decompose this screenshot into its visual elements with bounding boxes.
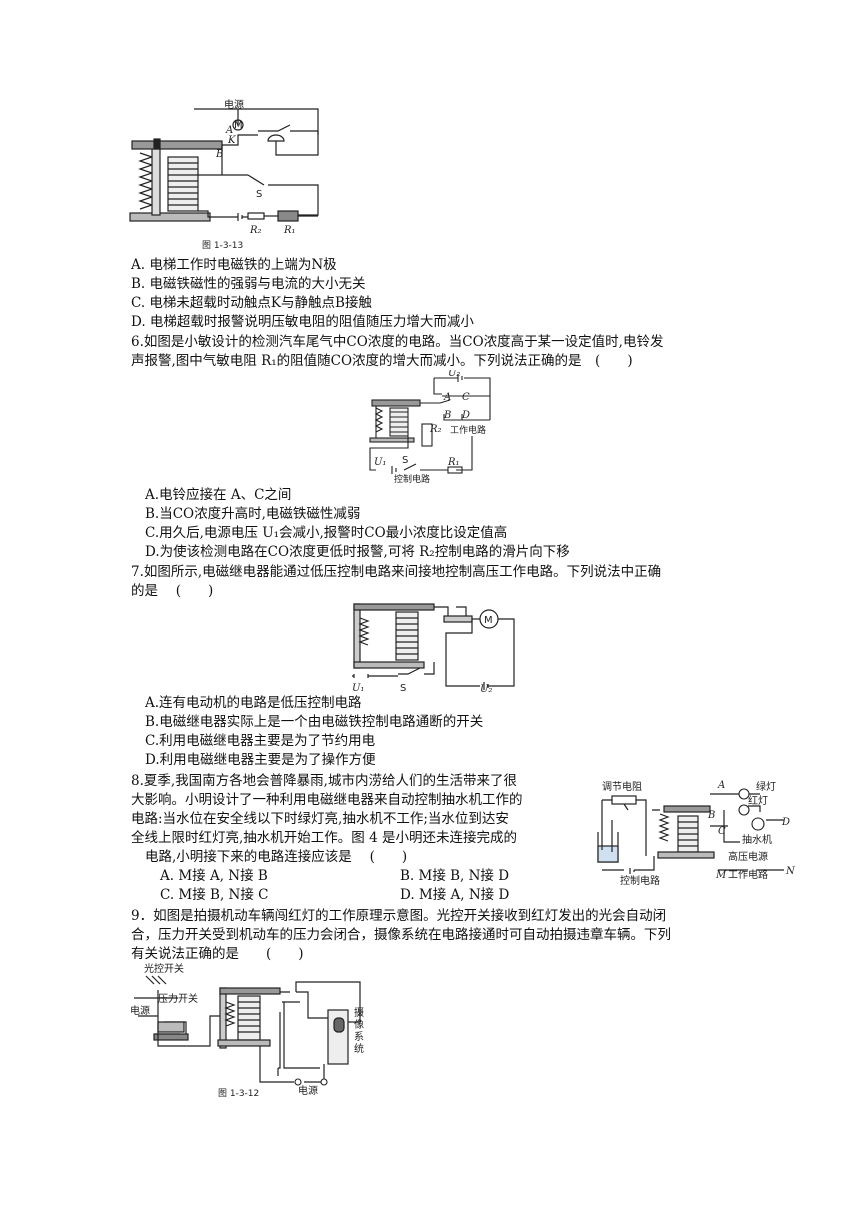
q9-stem-line-3: 有关说法正确的是 ( ): [131, 946, 304, 962]
q8-fig-label-adjustable-resistor: 调节电阻: [602, 780, 642, 793]
q6-fig-label-u2: U₂: [448, 370, 460, 379]
q8-fig-label-green-light: 绿灯: [756, 780, 776, 793]
q6-fig-label-control: 控制电路: [394, 473, 430, 485]
q6-fig-label-r1: R₁: [447, 457, 460, 468]
q7-option-a: A.连有电动机的电路是低压控制电路: [145, 695, 362, 711]
q6-fig-label-a: A: [443, 392, 451, 403]
q5-fig-label-power: 电源: [224, 98, 244, 111]
q8-fig-label-high-voltage: 高压电源: [728, 850, 768, 863]
q6-stem-line-1: 6.如图是小敏设计的检测汽车尾气中CO浓度的电路。当CO浓度高于某一设定值时,电…: [131, 334, 664, 350]
q9-fig-label-power-2: 电源: [298, 1084, 318, 1097]
q8-fig-label-c: C: [718, 826, 726, 837]
figure-co-detector-circuit: U₂ A C B D R₂ 工作电路 U₁ S R₁ 控制电路: [362, 370, 512, 485]
q9-figure-caption: 图 1-3-12: [218, 1088, 259, 1099]
q9-fig-label-power-1: 电源: [130, 1004, 150, 1017]
q8-stem-line-4: 全线上限时红灯亮,抽水机开始工作。图 4 是小明还未连接完成的: [131, 830, 517, 846]
q6-stem-line-2: 声报警,图中气敏电阻 R₁的阻值随CO浓度的增大而减小。下列说法正确的是 ( ): [131, 353, 633, 369]
q6-fig-label-s: S: [402, 455, 408, 466]
q9-fig-label-light-switch: 光控开关: [144, 962, 184, 975]
q5-fig-label-a: A: [225, 125, 233, 136]
q7-fig-label-u1: U₁: [352, 683, 364, 693]
q6-option-d: D.为使该检测电路在CO浓度更低时报警,可将 R₂控制电路的滑片向下移: [145, 544, 570, 560]
q7-option-b: B.电磁继电器实际上是一个由电磁铁控制电路通断的开关: [145, 714, 484, 730]
q6-fig-label-d: D: [461, 410, 470, 421]
q8-option-b: B. M接 B, N接 D: [400, 868, 510, 884]
q8-stem-line-3: 电路:当水位在安全线以下时绿灯亮,抽水机不工作;当水位到达安: [131, 811, 509, 827]
q9-stem-line-2: 合，压力开关受到机动车的压力会闭合，摄像系统在电路接通时可自动拍摄违章车辆。下列: [131, 927, 671, 943]
q8-stem-line-5: 电路,小明接下来的电路连接应该是 ( ): [145, 849, 408, 865]
q8-fig-label-a: A: [717, 780, 725, 791]
q6-fig-label-u1: U₁: [374, 457, 386, 468]
q5-option-b: B. 电磁铁磁性的强弱与电流的大小无关: [131, 276, 366, 292]
q7-fig-label-motor: M: [484, 615, 493, 626]
q7-stem-line-2: 的是 ( ): [131, 583, 214, 599]
q8-fig-label-m: M: [715, 870, 727, 881]
q5-fig-label-r1: R₁: [283, 225, 296, 236]
q6-option-a: A.电铃应接在 A、C之间: [145, 487, 292, 503]
q8-stem-line-1: 8.夏季,我国南方各地会普降暴雨,城市内涝给人们的生活带来了很: [131, 773, 517, 789]
q6-fig-label-work: 工作电路: [450, 424, 486, 436]
q6-fig-label-b: B: [443, 410, 451, 421]
q5-fig-label-motor: M: [234, 120, 243, 131]
q8-fig-label-pump: 抽水机: [742, 833, 772, 846]
q5-fig-label-k: K: [227, 135, 236, 146]
q8-option-d: D. M接 A, N接 D: [400, 887, 510, 903]
q5-option-c: C. 电梯未超载时动触点K与静触点B接触: [131, 295, 372, 311]
q5-fig-label-b: B: [215, 149, 223, 160]
q7-stem-line-1: 7.如图所示,电磁继电器能通过低压控制电路来间接地控制高压工作电路。下列说法中正…: [131, 564, 662, 580]
q5-option-d: D. 电梯超载时报警说明压敏电阻的阻值随压力增大而减小: [131, 314, 474, 330]
q5-figure-caption: 图 1-3-13: [202, 240, 243, 251]
q5-fig-label-r2: R₂: [249, 225, 262, 236]
q8-option-c: C. M接 B, N接 C: [160, 887, 269, 903]
q7-fig-label-u2: U₂: [480, 684, 492, 693]
figure-elevator-circuit: 电源 M A K B S R₂ R₁ 图 1-3-13: [128, 95, 328, 255]
q8-fig-label-control: 控制电路: [620, 874, 660, 887]
q7-fig-label-s: S: [400, 683, 406, 693]
q6-option-c: C.用久后,电源电压 U₁会减小,报警时CO最小浓度比设定值高: [145, 525, 508, 541]
figure-red-light-camera-circuit: 光控开关 电源 压力开关 电源 图 1-3-12: [128, 962, 378, 1102]
q8-option-a: A. M接 A, N接 B: [160, 868, 268, 884]
q9-fig-label-camera-system: 摄像系统: [354, 1008, 364, 1055]
q8-fig-label-red-light: 红灯: [748, 794, 768, 807]
q9-stem-line-1: 9．如图是拍摄机动车辆闯红灯的工作原理示意图。光控开关接收到红灯发出的光会自动闭: [131, 908, 667, 924]
figure-relay-motor-circuit: M U₁ S U₂: [348, 598, 518, 693]
q8-fig-label-work: 工作电路: [728, 868, 768, 881]
q6-option-b: B.当CO浓度升高时,电磁铁磁性减弱: [145, 506, 361, 522]
q8-fig-label-b: B: [707, 810, 715, 821]
figure-pump-control-circuit: 调节电阻 A 绿灯 B 红灯 C 抽水机 D 高压电源 M 工作电路 N 控制电…: [588, 770, 798, 888]
q7-option-d: D.利用电磁继电器主要是为了操作方便: [145, 752, 376, 768]
q9-fig-label-pressure-switch: 压力开关: [158, 992, 198, 1005]
q6-fig-label-r2: R₂: [429, 424, 442, 435]
q7-option-c: C.利用电磁继电器主要是为了节约用电: [145, 733, 376, 749]
q6-fig-label-c: C: [462, 392, 470, 403]
q8-stem-line-2: 大影响。小明设计了一种利用电磁继电器来自动控制抽水机工作的: [131, 792, 523, 808]
q5-option-a: A. 电梯工作时电磁铁的上端为N极: [131, 257, 337, 273]
q8-fig-label-d: D: [781, 817, 790, 828]
q5-fig-label-s: S: [256, 189, 262, 200]
q8-fig-label-n: N: [785, 866, 796, 877]
